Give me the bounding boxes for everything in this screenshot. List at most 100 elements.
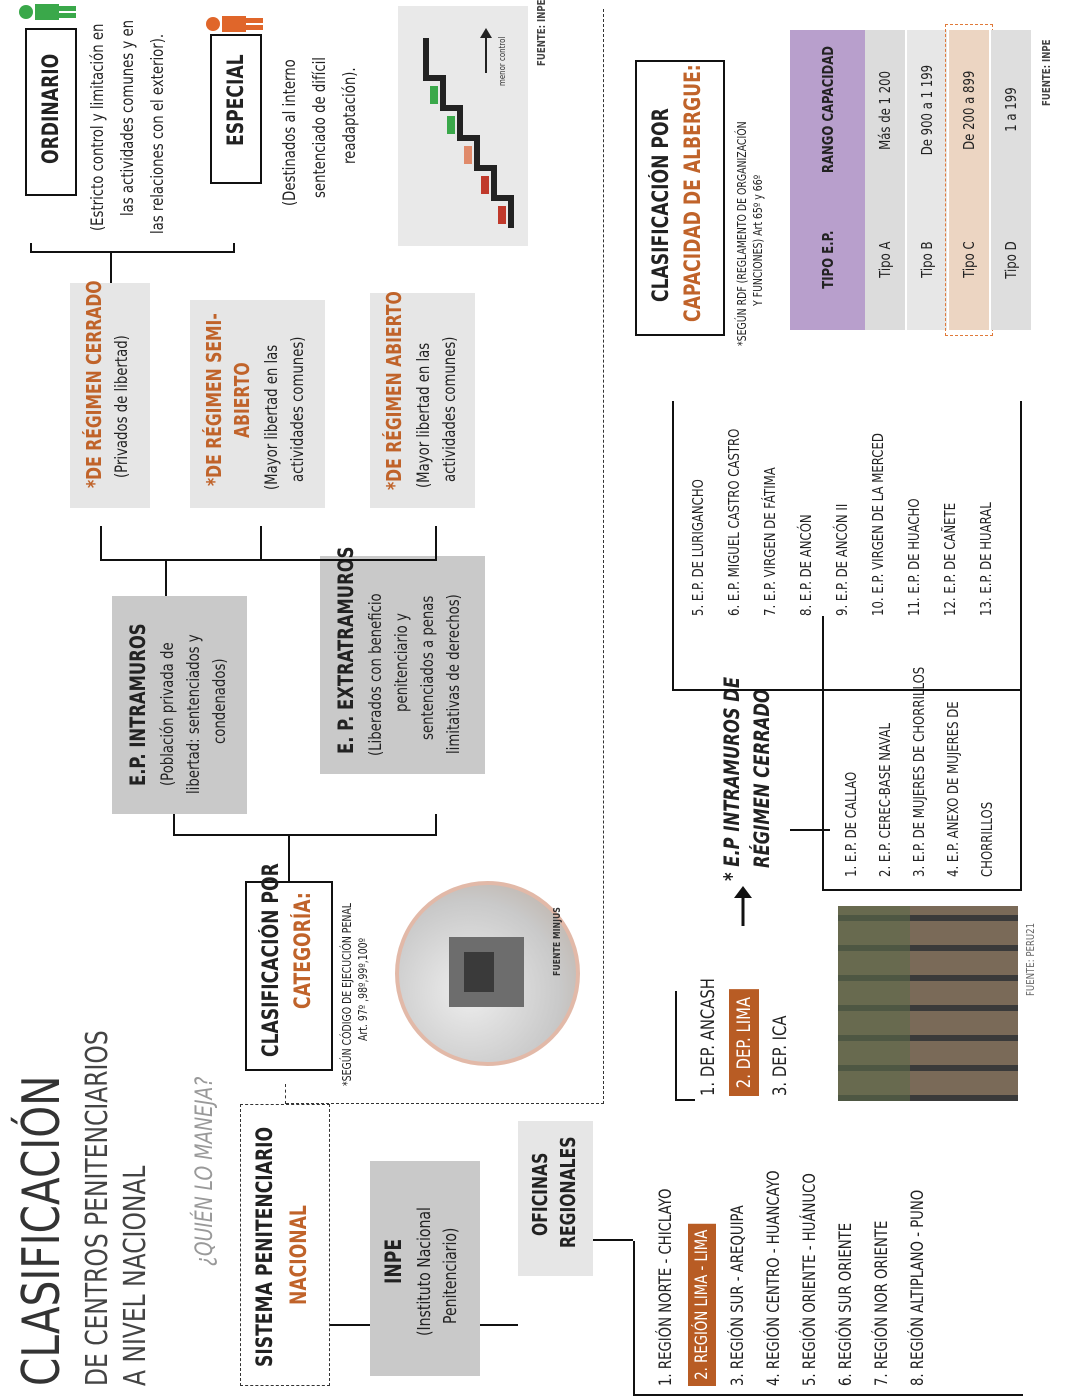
connector [633, 1241, 635, 1396]
ep-item: 12. E.P. DE CAÑETE [941, 502, 959, 616]
table-cell: Tipo A [865, 190, 905, 330]
dep-item-highlight: 2. DEP. LIMA [729, 989, 759, 1096]
stairs-icon [423, 28, 514, 228]
ep-item: 3. E.P. DE MUJERES DE CHORRILLOS [910, 666, 928, 877]
intramuros-title: E.P. INTRAMUROS [126, 623, 150, 786]
dashed-connector [285, 1084, 287, 1104]
extramuros-d1: (Liberados con beneficio [366, 593, 386, 756]
connector [233, 243, 235, 253]
ordinario-d3: las relaciones con el exterior). [148, 33, 168, 234]
stairs-arrow-label: menor control [498, 36, 508, 86]
regimen-cerrado-desc: (Privados de libertad) [112, 335, 132, 478]
orange-person-icon [206, 16, 263, 32]
intramuros-d1: (Población privada de [158, 642, 178, 786]
intramuros-d3: condenados) [210, 658, 230, 744]
connector [173, 814, 175, 836]
render-fuente: FUENTE MINJUS [552, 907, 563, 976]
connector [288, 836, 290, 881]
connector [260, 526, 262, 561]
dashed-connector [603, 9, 605, 1104]
categoria-box: CLASIFICACIÓN POR CATEGORÍA: [245, 863, 333, 1071]
regimen-abierto-d1: (Mayor libertad en las [414, 342, 434, 488]
regimen-semi-box: *DE RÉGIMEN SEMI- ABIERTO (Mayor liberta… [190, 300, 325, 508]
photo-fuente: FUENTE: PERU21 [1024, 922, 1037, 996]
dashed-connector [286, 1102, 604, 1104]
connector [165, 561, 167, 596]
ep-item: CHORRILLOS [978, 801, 996, 877]
regimen-cerrado-box: *DE RÉGIMEN CERRADO (Privados de liberta… [70, 280, 150, 508]
ep-item: 10. E.P. VIRGEN DE LA MERCED [869, 433, 887, 616]
oficinas-box: OFICINAS REGIONALES [518, 1121, 593, 1276]
extramuros-d3: sentenciados a penas [418, 595, 438, 740]
connector [435, 814, 437, 836]
sistema-box: SISTEMA PENITENCIARIO NACIONAL [240, 1104, 330, 1386]
intramuros-cerrado-line1: * E.P INTRAMUROS DE [720, 676, 744, 881]
table-cell: Tipo D [991, 190, 1031, 330]
ep-item: 7. E.P. VIRGEN DE FÁTIMA [761, 467, 779, 616]
connector [173, 834, 435, 836]
albergue-note2: Y FUNCIONES) Art 65º y 66º [751, 174, 765, 306]
region-item: 1. REGIÓN NORTE - CHICLAYO [656, 1188, 676, 1386]
regimen-cerrado-title: *DE RÉGIMEN CERRADO [82, 280, 106, 488]
dep-item: 2. DEP. LIMA [726, 924, 762, 1096]
ep-item: 1. E.P. DE CALLAO [842, 771, 860, 877]
especial-d2: sentenciado de difícil [310, 57, 330, 198]
table-header: TIPO E.P. [790, 190, 865, 330]
inpe-title: INPE [382, 1238, 407, 1284]
intramuros-box: E.P. INTRAMUROS (Población privada de li… [112, 596, 247, 814]
stairs-illustration: menor control [398, 6, 528, 246]
ep-item: 13. E.P. DE HUARAL [977, 502, 995, 616]
sistema-line1: SISTEMA PENITENCIARIO [253, 1126, 278, 1367]
connector [593, 1239, 633, 1241]
sistema-line2: NACIONAL [287, 1205, 312, 1305]
green-person-icon [19, 4, 76, 20]
ep-item: 8. E.P. DE ANCÓN [797, 514, 815, 616]
categoria-line1: CLASIFICACIÓN POR [259, 863, 284, 1057]
table-cell: 1 a 199 [991, 30, 1031, 190]
ep-item: 9. E.P. DE ANCÓN II [833, 503, 851, 616]
regimen-semi-title2: ABIERTO [230, 362, 254, 438]
dep-item: 1. DEP. ANCASH [697, 978, 719, 1096]
highlight-frame [945, 24, 993, 336]
categoria-line2: CATEGORÍA: [291, 892, 316, 1009]
region-item: 8. REGIÓN ALTIPLANO - PUNO [908, 1189, 928, 1386]
connector [330, 1324, 370, 1326]
connector [435, 526, 437, 561]
connector [480, 1324, 518, 1326]
extramuros-d2: penitenciario y [392, 613, 412, 712]
especial-label: ESPECIAL [224, 54, 249, 146]
regimen-semi-d1: (Mayor libertad en las [262, 344, 282, 490]
albergue-line2: CAPACIDAD DE ALBERGUE: [681, 64, 706, 322]
regimen-semi-d2: actividades comunes) [288, 336, 308, 482]
main-title: CLASIFICACIÓN [12, 1075, 72, 1386]
region-item: 5. REGIÓN ORIENTE - HUÁNUCO [800, 1173, 820, 1386]
ep-item: 2. E.P. CEREC-BASE NAVAL [876, 722, 894, 877]
table-cell: Más de 1 200 [865, 30, 905, 190]
albergue-box: CLASIFICACIÓN POR CAPACIDAD DE ALBERGUE: [635, 60, 725, 336]
table-cell: De 900 a 1 199 [907, 30, 947, 190]
prison-photo [838, 906, 1018, 1101]
connector [30, 251, 235, 253]
ordinario-d2: las actividades comunes y en [118, 19, 138, 216]
region-item-highlight: 2. REGIÓN LIMA - LIMA [688, 1223, 716, 1386]
regimen-abierto-d2: actividades comunes) [440, 336, 460, 482]
table-fuente: FUENTE: INPE [1040, 39, 1053, 106]
categoria-note2: Art. 97º ,98º,99º,100º [356, 937, 370, 1041]
intramuros-cerrado-line2: RÉGIMEN CERRADO [750, 689, 774, 868]
ordinario-box: ORDINARIO [25, 28, 77, 196]
ordinario-d1: (Estricto control y limitación en [88, 23, 108, 231]
question-label: ¿QUIÉN LO MANEJA? [190, 1076, 218, 1266]
stairs-fuente: FUENTE: INPE [535, 0, 548, 66]
ep-item: 6. E.P. MIGUEL CASTRO CASTRO [725, 428, 743, 616]
subtitle-1: DE CENTROS PENITENCIARIOS [80, 1030, 115, 1386]
regimen-abierto-box: *DE RÉGIMEN ABIERTO (Mayor libertad en l… [370, 291, 475, 508]
ep-item: 5. E.P. DE LURIGANCHO [689, 479, 707, 616]
connector [110, 253, 112, 283]
regimen-abierto-title: *DE RÉGIMEN ABIERTO [382, 291, 406, 490]
region-item: 4. REGIÓN CENTRO - HUANCAYO [764, 1170, 784, 1386]
table-header: RANGO CAPACIDAD [790, 30, 865, 190]
inpe-box: INPE (Instituto Nacional Penitenciario) [370, 1161, 480, 1376]
ordinario-label: ORDINARIO [39, 53, 64, 164]
categoria-note1: *SEGÚN CÓDIGO DE EJECUCIÓN PENAL [340, 903, 354, 1086]
